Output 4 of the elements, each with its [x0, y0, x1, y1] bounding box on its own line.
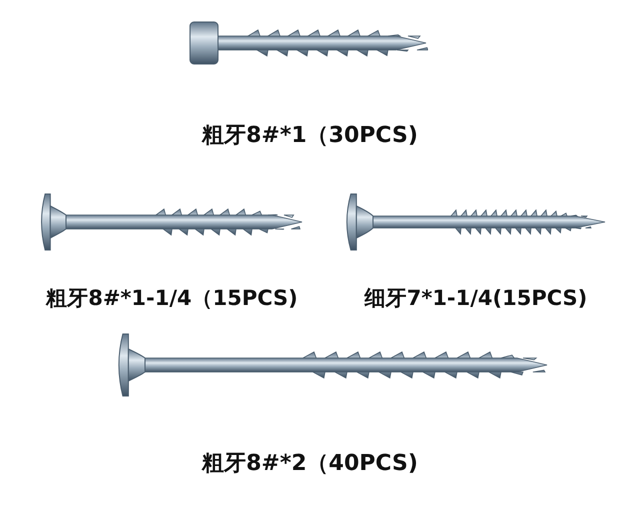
screw-caption: 粗牙8#*1（30PCS)	[202, 122, 418, 150]
screw-caption: 细牙7*1-1/4(15PCS)	[364, 285, 588, 312]
screw-caption: 粗牙8#*2（40PCS)	[202, 450, 418, 478]
screw-caption: 粗牙8#*1-1/4（15PCS)	[46, 285, 298, 312]
